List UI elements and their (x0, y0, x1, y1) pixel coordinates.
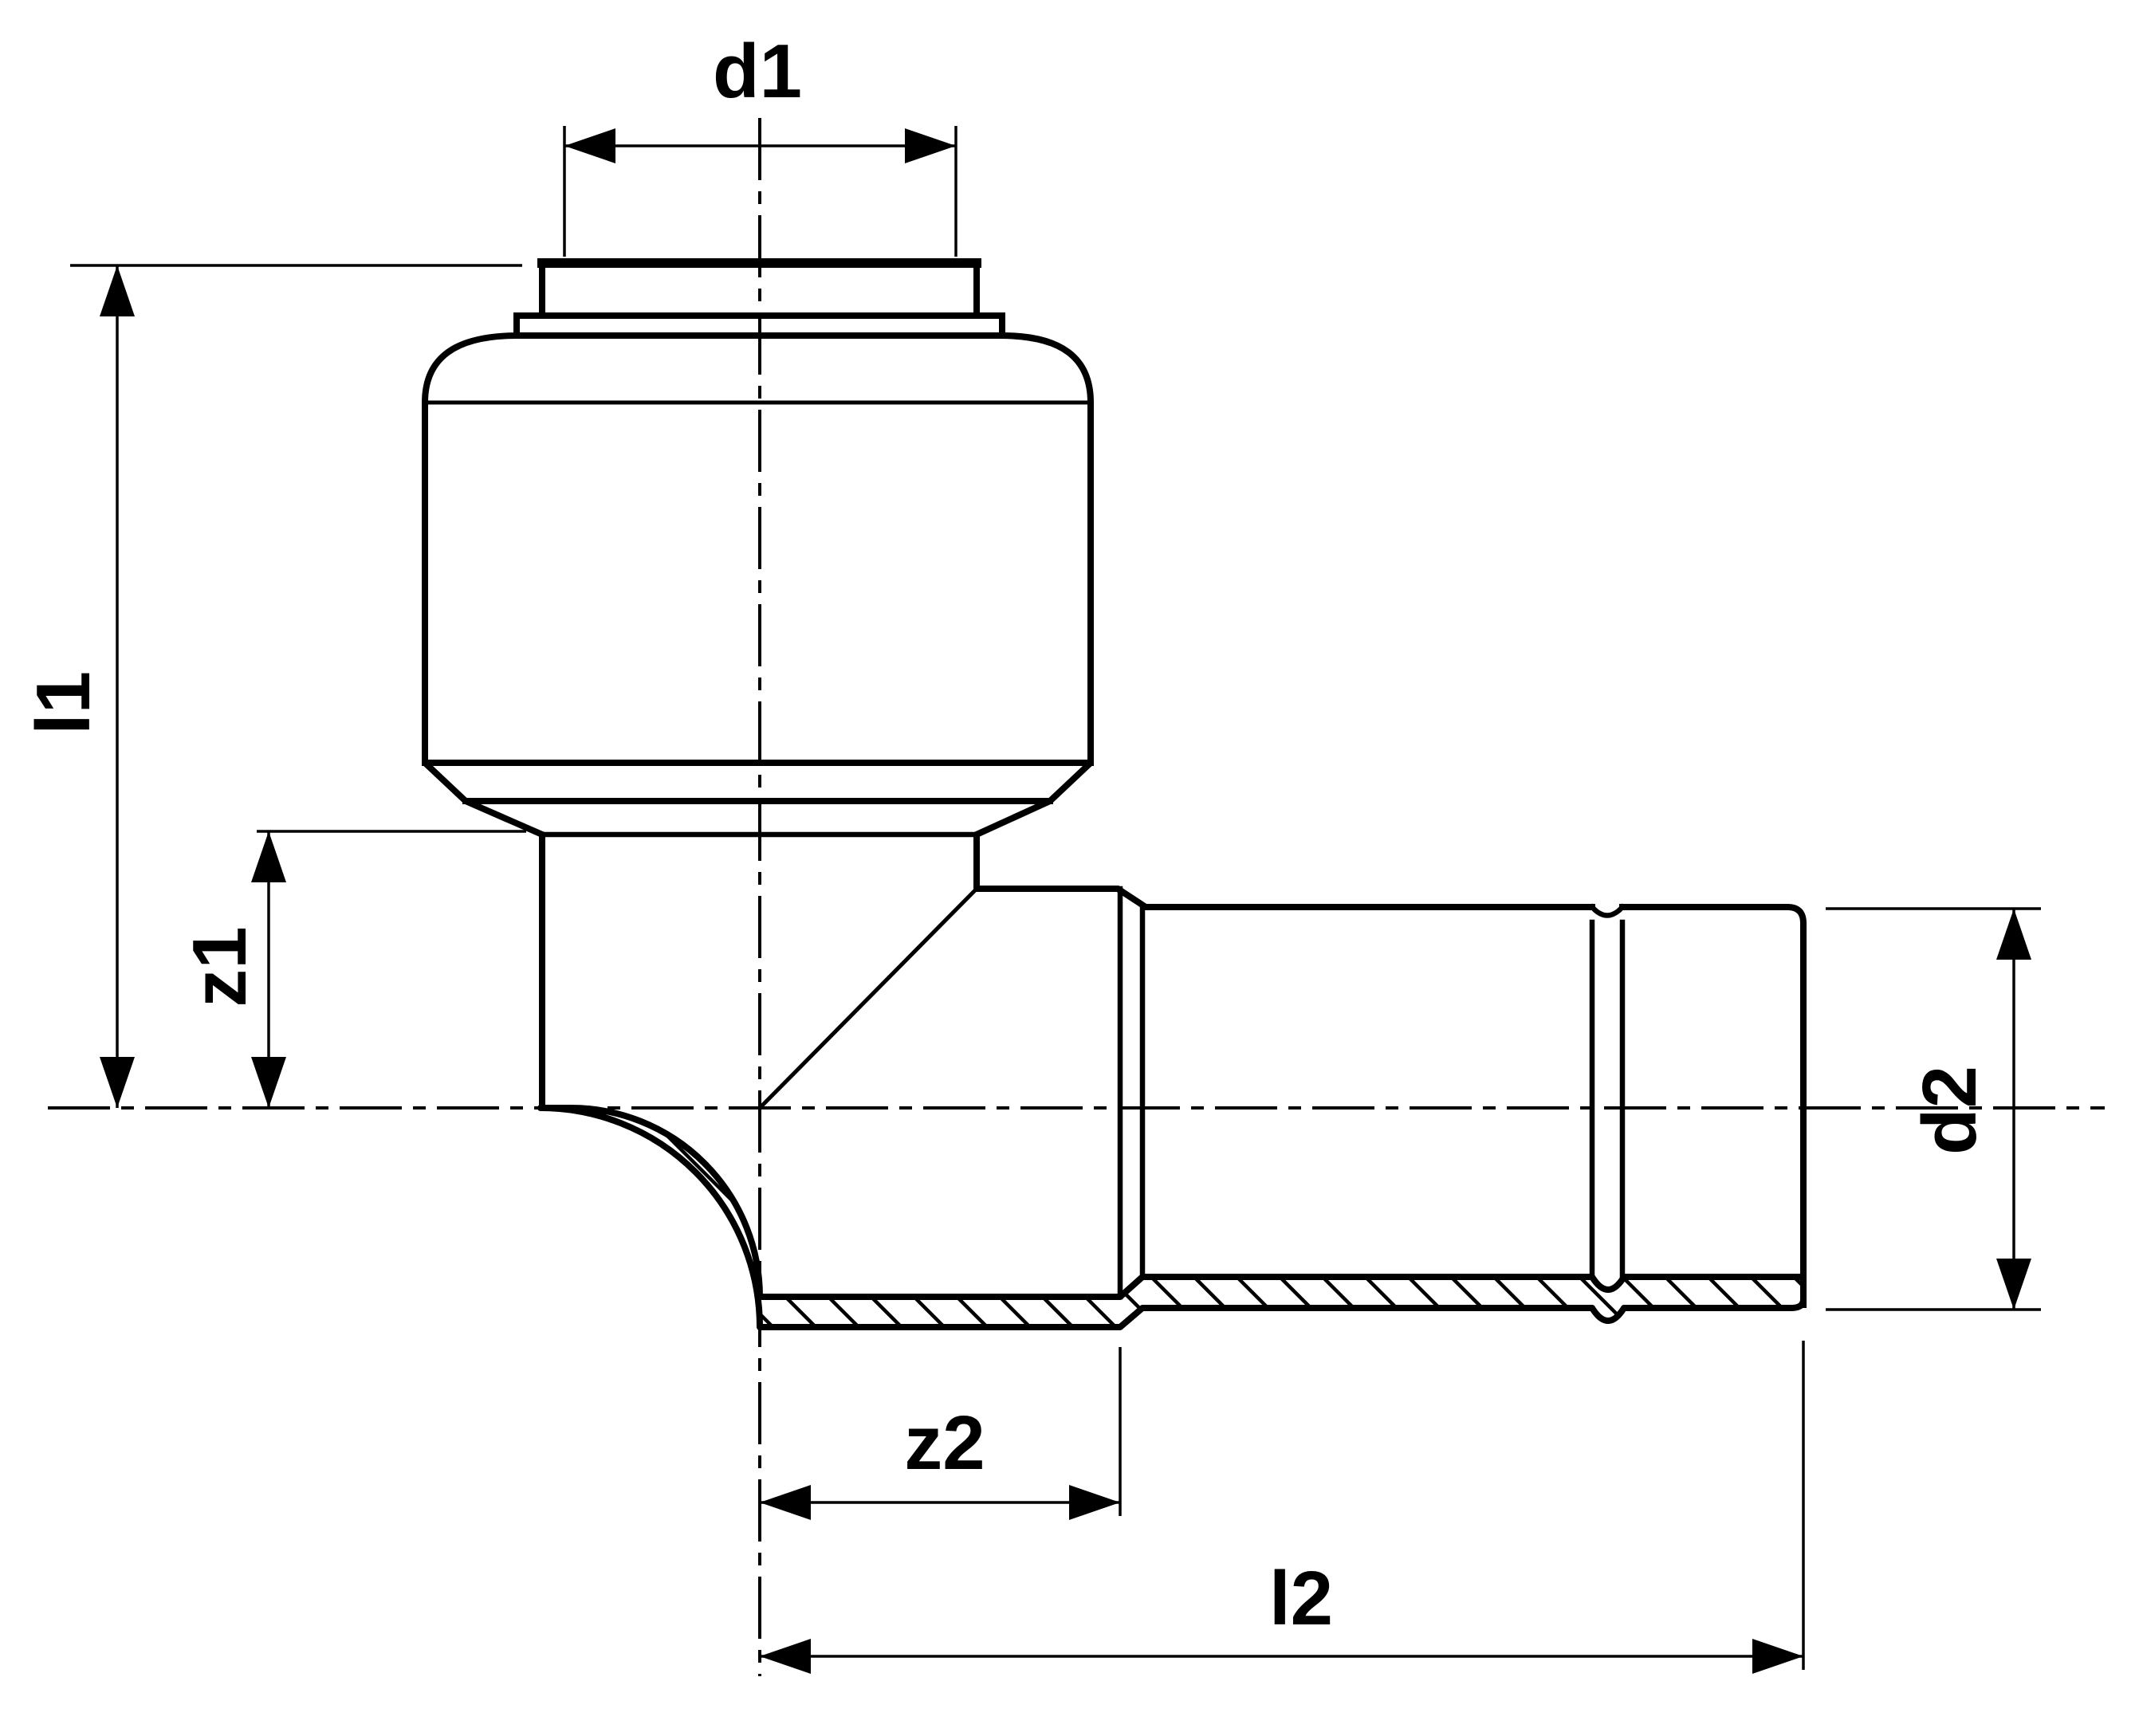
dimension-d1: d1 (563, 29, 957, 257)
z2-arrow-left (760, 1485, 811, 1520)
miter-diagonal-line (757, 886, 980, 1111)
dimension-l2: l2 (760, 1341, 1805, 1674)
d2-extension-lines (1826, 907, 2041, 1311)
z1-arrow-bottom (251, 1057, 286, 1108)
d2-arrow-top (1996, 909, 2031, 960)
collar-ring (513, 312, 1005, 339)
z1-label: z1 (177, 926, 262, 1007)
l1-arrow-bottom (100, 1057, 135, 1108)
dimension-l1: l1 (21, 264, 522, 1108)
l2-arrow-left (760, 1639, 811, 1674)
z2-arrow-right (1069, 1485, 1120, 1520)
d1-extension-lines (563, 126, 957, 257)
collar-sides (539, 260, 980, 319)
l1-arrow-top (100, 265, 135, 316)
spigot-top-edge-left (973, 886, 1595, 910)
dimension-z2: z2 (760, 1347, 1122, 1520)
z1-arrow-top (251, 831, 286, 882)
l2-label: l2 (1269, 1556, 1333, 1641)
z2-label: z2 (904, 1400, 985, 1486)
push-fit-socket-top (422, 258, 1094, 1110)
socket-step-lines (1117, 886, 1146, 1300)
d1-arrow-left (564, 128, 615, 163)
dimension-z1: z1 (177, 830, 526, 1108)
d2-arrow-bottom (1996, 1259, 2031, 1310)
d1-arrow-right (905, 128, 956, 163)
l1-label: l1 (21, 671, 106, 735)
elbow-and-spigot (757, 886, 1807, 1308)
d2-label: d2 (1907, 1066, 1992, 1155)
bead-lines (1589, 919, 1626, 1280)
spigot-top-edge-and-end-face (1619, 904, 1807, 1308)
l2-arrow-right (1752, 1639, 1803, 1674)
cap-body-left-profile (422, 332, 545, 1110)
d1-label: d1 (713, 29, 802, 114)
cap-body-right-profile (973, 332, 1094, 892)
dimension-d2: d2 (1826, 907, 2041, 1311)
